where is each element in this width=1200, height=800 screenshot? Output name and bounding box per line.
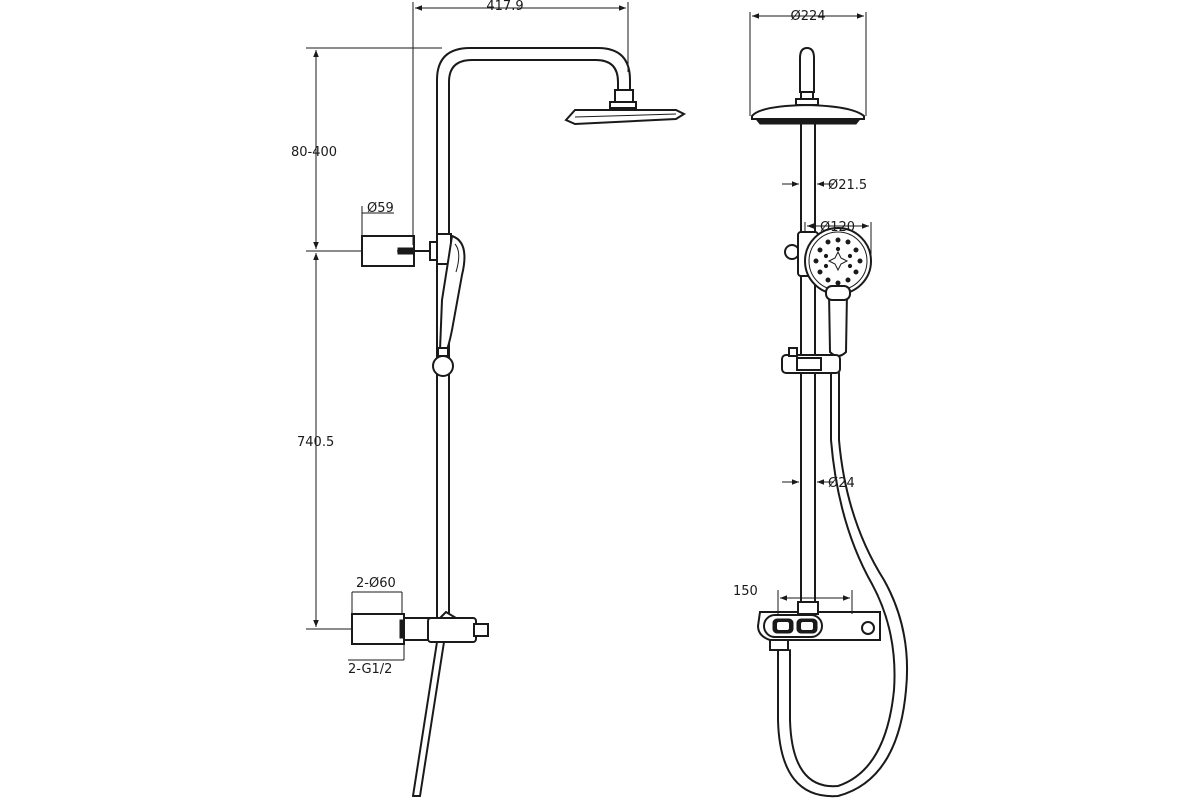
- front-dimensions: [749, 12, 872, 614]
- side-hose: [412, 641, 438, 797]
- front-arm: [799, 46, 815, 93]
- front-hand-shower-nozzles: [813, 237, 863, 286]
- dim-pipe-diameter-upper: Ø21.5: [828, 178, 867, 193]
- front-hand-shower-star: [827, 250, 849, 272]
- side-slider-knob: [432, 355, 454, 377]
- side-head-connector-nut: [609, 101, 637, 109]
- front-view: [751, 46, 909, 798]
- side-view: [351, 47, 687, 797]
- dim-pipe-diameter-lower: Ø24: [828, 476, 855, 491]
- dim-inlet-spacing: 150: [733, 584, 758, 599]
- dim-inlet-thread: 2-G1/2: [348, 662, 392, 677]
- front-overhead-shower: [751, 103, 865, 120]
- front-dimension-labels: Ø224 Ø21.5 Ø120 Ø24 150: [733, 9, 867, 599]
- side-mixer-body: [427, 617, 477, 643]
- dim-bracket-diameter: Ø59: [367, 201, 394, 216]
- dim-arm-reach: 417.9: [486, 0, 523, 14]
- side-main-pipe-inner: [448, 59, 619, 631]
- side-wall-cover: [351, 613, 405, 645]
- dim-rail-height: 740.5: [297, 435, 334, 450]
- dim-hand-shower-diameter: Ø120: [820, 220, 855, 235]
- side-overhead-shower: [564, 109, 687, 126]
- front-hand-shower-handle: [827, 291, 849, 357]
- dim-height-range: 80-400: [291, 145, 337, 160]
- side-dimensions: [306, 2, 629, 661]
- side-dimension-labels: 417.9 80-400 Ø59 740.5 2-Ø60 2-G1/2: [291, 0, 524, 677]
- dim-head-diameter: Ø224: [790, 9, 825, 24]
- dim-cover-diameter: 2-Ø60: [356, 576, 396, 591]
- side-main-pipe: [436, 47, 631, 631]
- front-head-nozzles: [754, 118, 862, 125]
- front-hose: [777, 372, 909, 798]
